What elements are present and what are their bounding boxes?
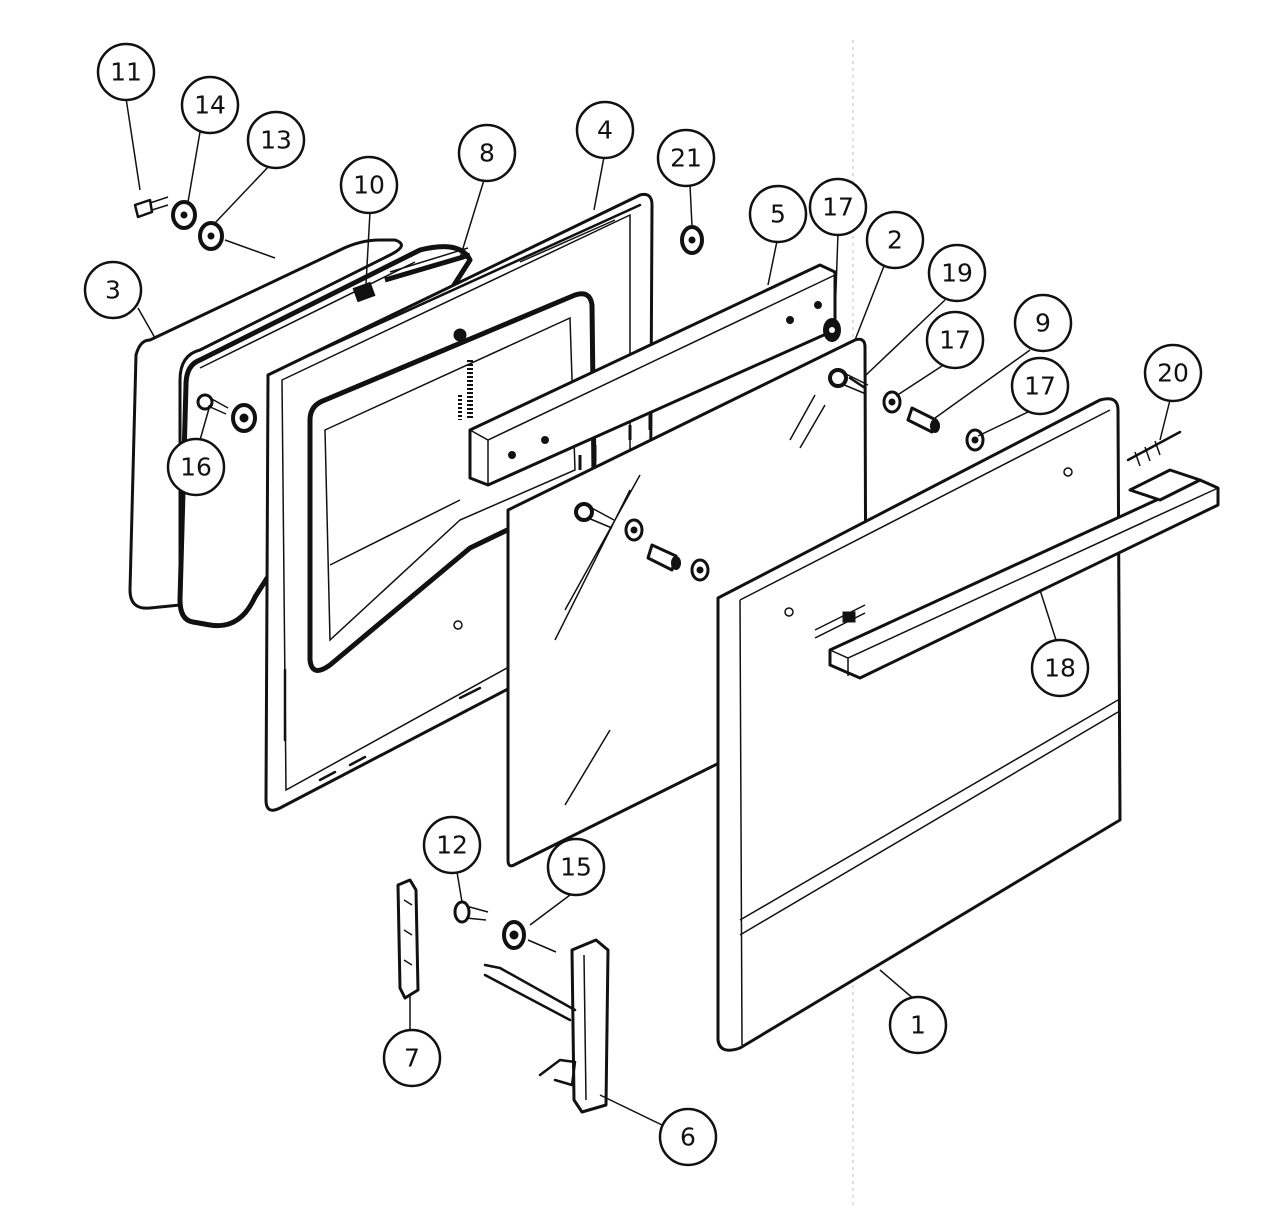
glass-fastener-set [574,502,710,582]
callout-4-label: 4 [597,116,613,145]
callout-17-right-label: 17 [1024,372,1056,401]
callout-5: 5 [748,184,808,244]
callout-8: 8 [457,123,517,183]
washer-21 [680,225,704,255]
callout-3: 3 [83,260,143,320]
door-handle [814,468,1220,680]
callout-15-label: 15 [560,853,592,882]
screw-19 [828,368,869,395]
callout-1: 1 [888,995,948,1055]
spacer-9 [906,406,940,434]
callout-3-label: 3 [105,276,121,305]
screw-11 [133,196,169,219]
callout-17-right: 17 [1010,356,1070,416]
callout-9: 9 [1013,293,1073,353]
handle-screw [1126,430,1182,467]
callout-17-top-label: 17 [822,193,854,222]
callout-7: 7 [382,1028,442,1088]
callout-9-label: 9 [1035,309,1051,338]
callout-11: 11 [96,42,156,102]
washer-17-right [965,428,985,452]
callout-19-label: 19 [941,259,973,288]
callout-6-label: 6 [680,1123,696,1152]
callout-10: 10 [339,155,399,215]
callout-21: 21 [656,128,716,188]
callout-1-label: 1 [910,1011,926,1040]
door-hinge-6 [483,938,610,1114]
screw-16 [196,393,257,433]
callout-11-label: 11 [110,58,142,87]
callout-20: 20 [1143,343,1203,403]
callout-15: 15 [546,837,606,897]
callout-18: 18 [1030,638,1090,698]
callout-19: 19 [927,243,987,303]
screw-12 [453,900,489,924]
callout-17-top: 17 [808,177,868,237]
inner-liner-panel [128,238,403,610]
callout-5-label: 5 [770,200,786,229]
callout-7-label: 7 [404,1044,420,1073]
hinge-receiver-7 [396,878,420,1000]
callout-8-label: 8 [479,139,495,168]
washer-17-mid [882,390,902,414]
callout-20-label: 20 [1157,359,1189,388]
callout-14-label: 14 [194,91,226,120]
washer-13 [198,221,224,251]
top-trim-strip [384,247,471,283]
retainer-clip [352,281,376,303]
callout-4: 4 [575,100,635,160]
callout-21-label: 21 [670,144,702,173]
callout-12: 12 [422,815,482,875]
callout-17-mid-label: 17 [939,326,971,355]
callout-16: 16 [166,437,226,497]
washer-17-top [823,318,841,342]
washer-14 [171,200,197,230]
callout-2-label: 2 [887,226,903,255]
leader-lines [125,97,1171,1126]
washer-15 [502,920,526,950]
callout-16-label: 16 [180,453,212,482]
leader-line [527,939,557,953]
callout-13-label: 13 [260,126,292,155]
callout-12-label: 12 [436,831,468,860]
callout-18-label: 18 [1044,654,1076,683]
leader-line [224,239,276,259]
callout-2: 2 [865,210,925,270]
callout-14: 14 [180,75,240,135]
callout-10-label: 10 [353,171,385,200]
callout-6: 6 [658,1107,718,1167]
callout-17-mid: 17 [925,310,985,370]
callout-13: 13 [246,110,306,170]
